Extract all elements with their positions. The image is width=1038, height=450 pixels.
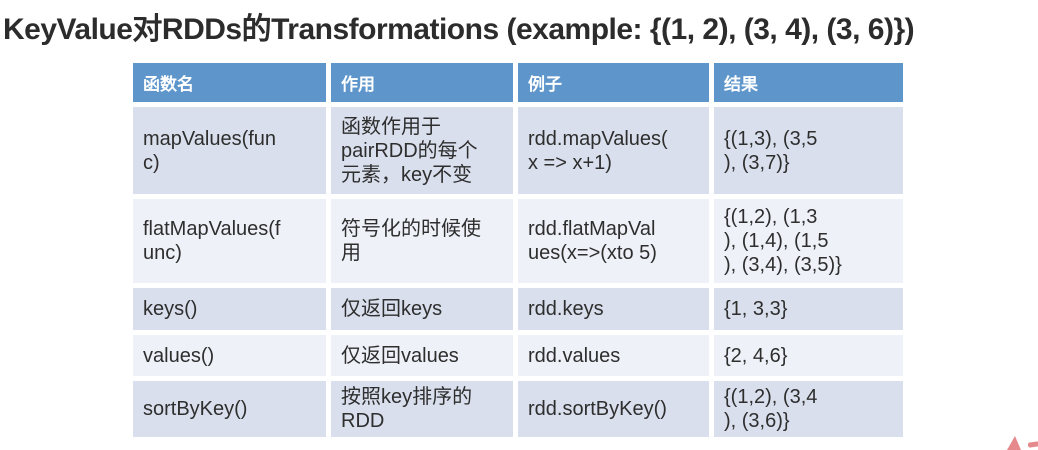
- table-cell: rdd.mapValues( x => x+1): [518, 107, 709, 194]
- table-header-cell: 作用: [331, 63, 513, 102]
- table-row: mapValues(fun c)函数作用于 pairRDD的每个 元素，key不…: [133, 107, 903, 194]
- table-cell: {(1,3), (3,5 ), (3,7)}: [714, 107, 903, 194]
- table-cell: {2, 4,6}: [714, 335, 903, 376]
- table-header-cell: 例子: [518, 63, 709, 102]
- table-cell: rdd.flatMapVal ues(x=>(xto 5): [518, 199, 709, 283]
- table-cell: 仅返回values: [331, 335, 513, 376]
- table-cell: 仅返回keys: [331, 288, 513, 330]
- table-header-row: 函数名 作用 例子 结果: [133, 63, 903, 102]
- page-title: KeyValue对RDDs的Transformations (example: …: [3, 13, 915, 46]
- table-cell: {(1,2), (3,4 ), (3,6)}: [714, 381, 903, 437]
- table-cell: rdd.sortByKey(): [518, 381, 709, 437]
- table-cell: rdd.values: [518, 335, 709, 376]
- table-cell: keys(): [133, 288, 326, 330]
- table-cell: rdd.keys: [518, 288, 709, 330]
- table-body: mapValues(fun c)函数作用于 pairRDD的每个 元素，key不…: [133, 107, 903, 437]
- table-header-cell: 结果: [714, 63, 903, 102]
- red-mark-icon: [1027, 441, 1038, 448]
- red-mark-icon: [1007, 436, 1021, 450]
- table-cell: sortByKey(): [133, 381, 326, 437]
- transformations-table: 函数名 作用 例子 结果 mapValues(fun c)函数作用于 pairR…: [133, 63, 903, 437]
- table-cell: 按照key排序的 RDD: [331, 381, 513, 437]
- table-header-cell: 函数名: [133, 63, 326, 102]
- table-cell: 符号化的时候使 用: [331, 199, 513, 283]
- table-cell: flatMapValues(f unc): [133, 199, 326, 283]
- table-cell: mapValues(fun c): [133, 107, 326, 194]
- table-cell: {1, 3,3}: [714, 288, 903, 330]
- table-cell: 函数作用于 pairRDD的每个 元素，key不变: [331, 107, 513, 194]
- table-cell: {(1,2), (1,3 ), (1,4), (1,5 ), (3,4), (3…: [714, 199, 903, 283]
- table-cell: values(): [133, 335, 326, 376]
